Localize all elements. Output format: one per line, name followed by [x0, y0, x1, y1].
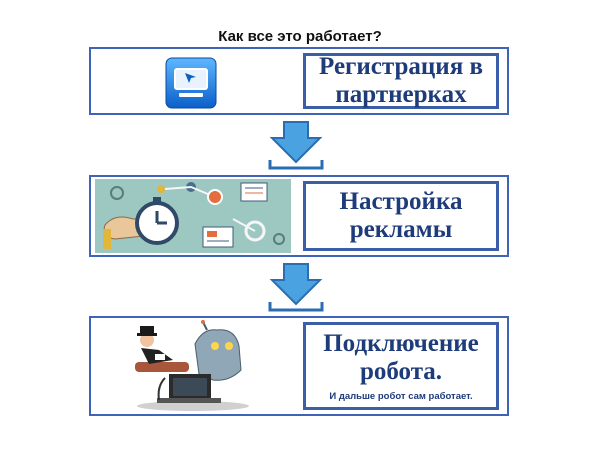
step-registration: Регистрация в партнерках [89, 47, 509, 115]
step-robot-connect-label: Подключение робота. И дальше робот сам р… [303, 322, 499, 410]
step-ad-setup: Настройка рекламы [89, 175, 509, 257]
step-ad-setup-label: Настройка рекламы [303, 181, 499, 251]
stopwatch-icon [95, 179, 291, 253]
step-registration-label: Регистрация в партнерках [303, 53, 499, 109]
step-robot-note: И дальше робот сам работает. [329, 390, 473, 402]
step-robot-connect: Подключение робота. И дальше робот сам р… [89, 316, 509, 416]
page-title: Как все это работает? [218, 28, 382, 45]
computer-icon [165, 57, 217, 109]
robot-icon [135, 320, 249, 411]
down-arrow-icon [268, 263, 324, 312]
down-arrow-icon [268, 121, 324, 170]
